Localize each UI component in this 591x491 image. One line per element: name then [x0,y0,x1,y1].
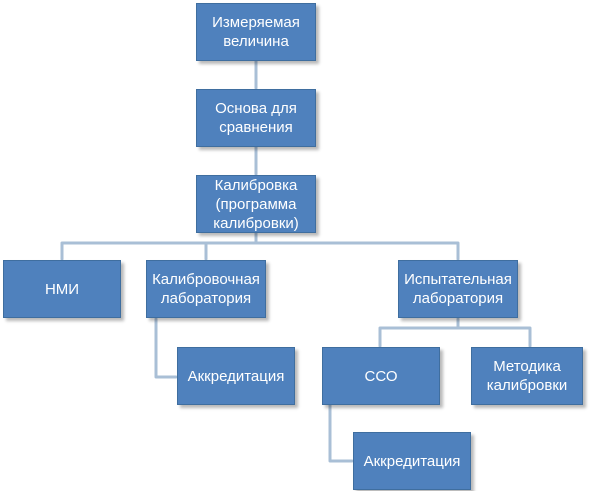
node-sso: ССО [322,347,440,405]
connector-test-lab-children [378,317,532,348]
node-accreditation-calibration-lab-label: Аккредитация [187,367,285,385]
node-accreditation-calibration-lab: Аккредитация [177,347,295,405]
node-measured-quantity-label: Измеряемая величина [212,14,300,50]
node-testing-laboratory: Испытательная лаборатория [398,260,518,318]
node-calibration-laboratory-label: Калибровочная лаборатория [152,271,260,307]
node-comparison-basis-label: Основа для сравнения [215,100,297,136]
connector-sso-accreditation [328,403,354,463]
node-accreditation-sso-label: Аккредитация [363,452,461,470]
node-comparison-basis: Основа для сравнения [196,89,316,147]
connector-calibration-bus [60,230,460,261]
node-measured-quantity: Измеряемая величина [196,3,316,61]
node-calibration: Калибровка (программа калибровки) [196,175,316,233]
node-nmi-label: НМИ [44,280,80,298]
node-calibration-label: Калибровка (программа калибровки) [213,176,299,232]
node-sso-label: ССО [364,367,398,385]
node-calibration-method: Методика калибровки [471,347,583,405]
node-nmi: НМИ [3,260,121,318]
node-accreditation-sso: Аккредитация [353,432,471,490]
node-calibration-laboratory: Калибровочная лаборатория [146,260,266,318]
node-calibration-method-label: Методика калибровки [486,358,568,394]
connector-cal-lab-accreditation [154,317,178,379]
node-testing-laboratory-label: Испытательная лаборатория [404,271,512,307]
